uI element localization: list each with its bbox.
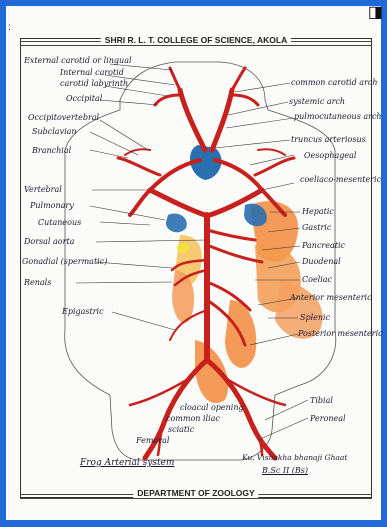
label-peroneal: Peroneal	[310, 415, 346, 423]
label-sciatic: sciatic	[168, 426, 194, 434]
label-external-carotid: External carotid or lingual	[24, 57, 132, 65]
label-common-iliac: common iliac	[166, 415, 220, 423]
label-gastric: Gastric	[302, 224, 331, 232]
lung-left-shape	[166, 213, 187, 232]
author-name: Ku. Vishakha bhanaji Ghaat	[242, 453, 347, 462]
label-tibial: Tibial	[310, 397, 333, 405]
label-occipital: Occipital	[66, 95, 102, 103]
label-hepatic: Hepatic	[302, 208, 334, 216]
label-anterior-mesenteric: Anterior mesenteric	[290, 294, 372, 302]
label-common-carotid-arch: common carotid arch	[291, 79, 378, 87]
label-carotid-labyrinth: carotid labyrinth	[60, 80, 128, 88]
label-gonadial: Gonadial (spermatic)	[22, 258, 107, 266]
label-branchial: Branchial	[32, 147, 71, 155]
label-pulmonary: Pulmonary	[30, 202, 74, 210]
label-oesophageal: Oesophageal	[304, 152, 356, 160]
label-dorsal-aorta: Dorsal aorta	[24, 238, 74, 246]
label-cloacal-opening: cloacal opening	[180, 404, 244, 412]
label-renals: Renals	[24, 279, 51, 287]
label-coeliac: Coeliac	[302, 276, 332, 284]
label-splenic: Splenic	[300, 314, 330, 322]
label-posterior-mesenteric: Posterior mesenteric	[298, 330, 383, 338]
label-truncus-arteriosus: truncus arteriosus	[291, 136, 366, 144]
label-internal-carotid: Internal carotid	[60, 69, 124, 77]
diagram-title: Frog Arterial system	[80, 458, 174, 468]
label-subclavian: Subclavian	[32, 128, 77, 136]
gonad-yellow	[177, 243, 189, 253]
label-systemic-arch: systemic arch	[289, 98, 345, 106]
label-cutaneous: Cutaneous	[38, 219, 81, 227]
label-epigastric: Epigastric	[62, 308, 104, 316]
label-pancreatic: Pancreatic	[302, 242, 345, 250]
label-occipitovertebral: Occipitovertebral	[28, 114, 99, 122]
label-vertebral: Vertebral	[24, 186, 62, 194]
label-pulmocutaneous-arch: pulmocutaneous arch	[294, 113, 382, 121]
label-femoral: Femoral	[136, 437, 169, 445]
bladder-shape	[195, 340, 228, 403]
label-duodenal: Duodenal	[302, 258, 341, 266]
class-label: B.Sc II (Bs)	[262, 466, 308, 475]
label-coeliaco-mesenteric: coeliaco-mesenteric	[300, 176, 381, 184]
